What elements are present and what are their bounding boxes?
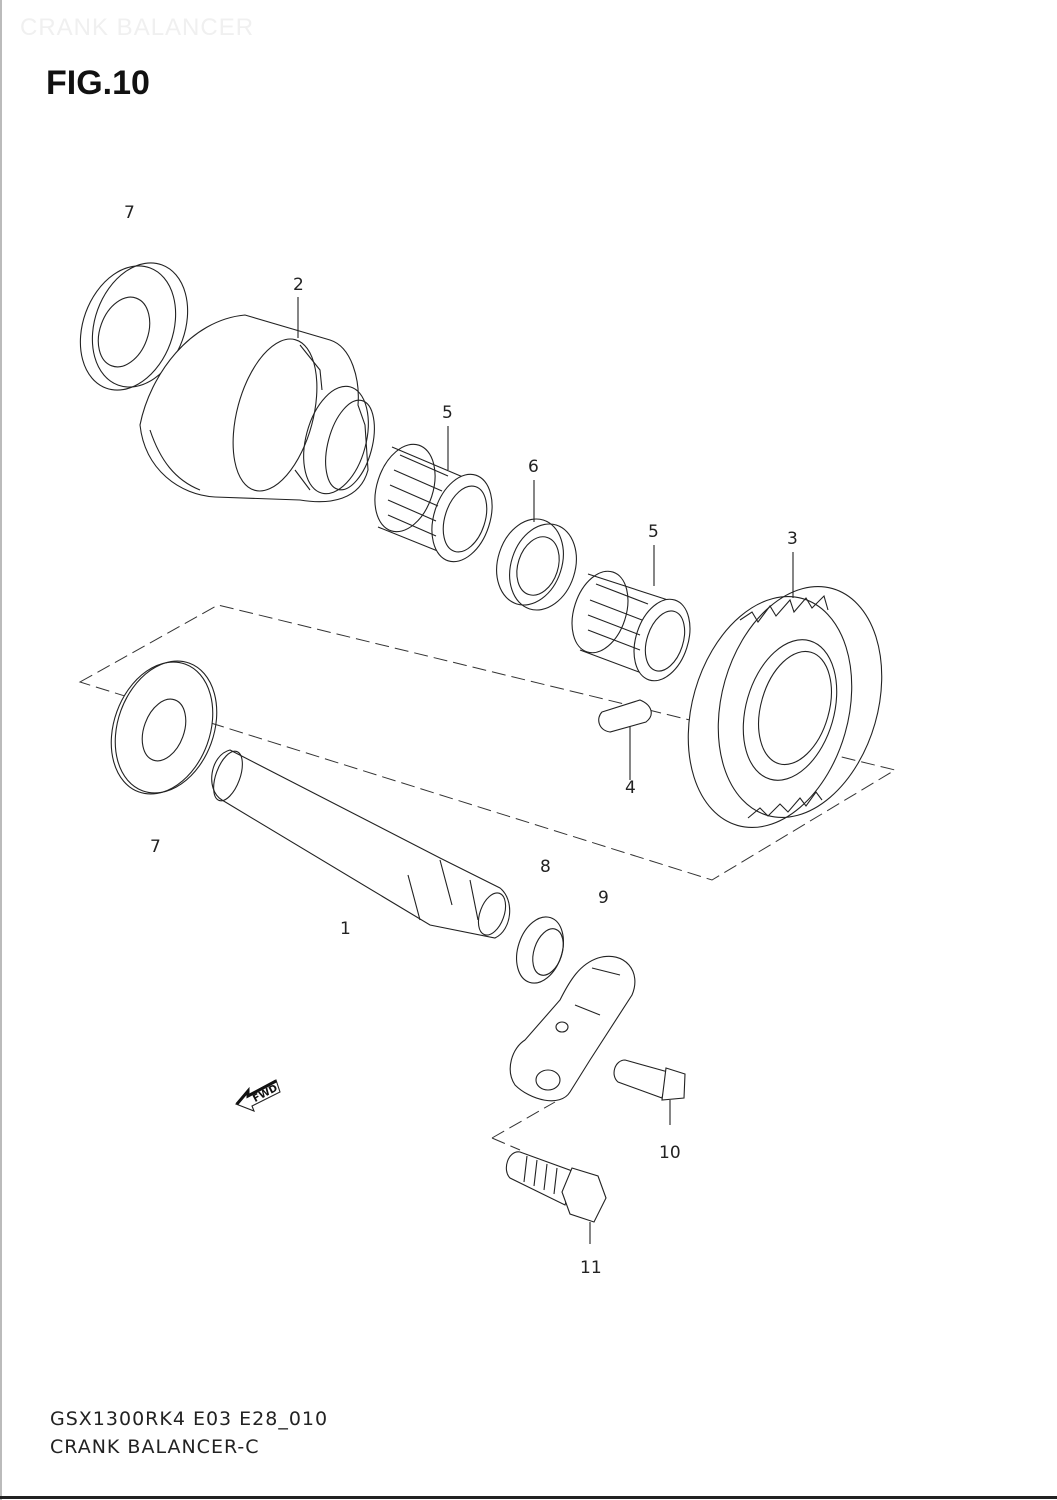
figure-label: FIG.10 <box>46 64 150 102</box>
part-ref-2: 2 <box>293 275 304 295</box>
bolt-guide <box>491 1101 556 1151</box>
assembly-outline <box>78 604 897 881</box>
long-bolt <box>505 1151 607 1244</box>
balancer-lever <box>509 955 636 1102</box>
page-bottom-border <box>0 1496 1057 1499</box>
part-ref-5-right: 5 <box>648 522 659 542</box>
part-ref-7-bottom: 7 <box>150 837 161 857</box>
part-ref-5-left: 5 <box>442 403 453 423</box>
short-bolt <box>613 1059 686 1125</box>
washer-bottom <box>110 660 218 795</box>
part-ref-4: 4 <box>625 778 636 798</box>
part-ref-7-top: 7 <box>124 203 135 223</box>
diagram-name: CRANK BALANCER-C <box>50 1436 260 1458</box>
part-ref-8: 8 <box>540 857 551 877</box>
balancer-shaft <box>211 749 511 939</box>
page-left-border <box>0 0 2 1500</box>
part-ref-1: 1 <box>340 919 351 939</box>
needle-bearing-right <box>571 570 691 682</box>
part-ref-11: 11 <box>580 1258 602 1278</box>
part-ref-6: 6 <box>528 457 539 477</box>
fwd-arrow-icon: FWD <box>235 1079 281 1112</box>
woodruff-key <box>598 699 652 780</box>
part-ref-10: 10 <box>659 1143 681 1163</box>
washer-top <box>79 262 189 391</box>
balancer-weight <box>139 314 375 503</box>
needle-bearing-left <box>374 443 493 563</box>
spacer-ring <box>496 518 577 611</box>
balancer-gear <box>687 586 883 828</box>
part-ref-3: 3 <box>787 529 798 549</box>
diagram-code: GSX1300RK4 E03 E28_010 <box>50 1408 329 1430</box>
shaft-washer <box>516 916 564 984</box>
ghost-title: CRANK BALANCER <box>20 14 255 41</box>
part-ref-9: 9 <box>598 888 609 908</box>
